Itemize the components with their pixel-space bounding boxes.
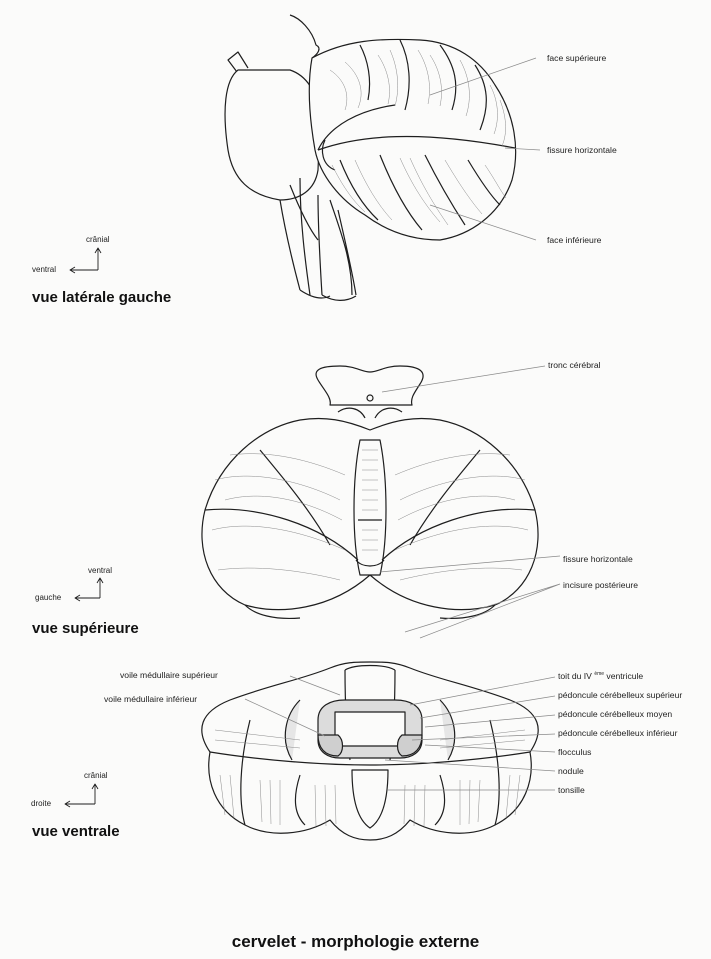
label-toit-iv-ventricule: toit du IV ème ventricule <box>558 672 643 681</box>
axis-left-ventral: droite <box>31 800 51 808</box>
label-incisure-posterieure: incisure postérieure <box>563 581 638 590</box>
label-pedoncule-inferieur: pédoncule cérébelleux inférieur <box>558 729 677 738</box>
ventral-view-drawing <box>202 662 538 840</box>
axis-up-superior: ventral <box>88 567 112 575</box>
label-face-superieure: face supérieure <box>547 54 606 63</box>
view-title-superior: vue supérieure <box>32 620 139 637</box>
label-flocculus: flocculus <box>558 748 591 757</box>
axis-left-lateral: ventral <box>32 266 56 274</box>
label-voile-medullaire-inferieur: voile médullaire inférieur <box>104 695 197 704</box>
label-fissure-horizontale-superior: fissure horizontale <box>563 555 633 564</box>
label-face-inferieure: face inférieure <box>547 236 601 245</box>
superior-view-drawing <box>202 366 538 618</box>
view-title-lateral: vue latérale gauche <box>32 289 171 306</box>
label-nodule: nodule <box>558 767 584 776</box>
axis-arrows <box>65 248 103 807</box>
label-pedoncule-superieur: pédoncule cérébelleux supérieur <box>558 691 682 700</box>
toit-post: ventricule <box>604 671 643 681</box>
axis-left-superior: gauche <box>35 594 61 602</box>
label-tronc-cerebral: tronc cérébral <box>548 361 601 370</box>
lateral-view-drawing <box>225 15 516 300</box>
toit-pre: toit du IV <box>558 671 592 681</box>
axis-up-ventral: crânial <box>84 772 108 780</box>
label-voile-medullaire-superieur: voile médullaire supérieur <box>120 671 218 680</box>
axis-up-lateral: crânial <box>86 236 110 244</box>
label-tonsille: tonsille <box>558 786 585 795</box>
label-fissure-horizontale-lateral: fissure horizontale <box>547 146 617 155</box>
label-pedoncule-moyen: pédoncule cérébelleux moyen <box>558 710 672 719</box>
toit-sup: ème <box>594 671 604 677</box>
view-title-ventral: vue ventrale <box>32 823 120 840</box>
page-title: cervelet - morphologie externe <box>0 932 711 952</box>
